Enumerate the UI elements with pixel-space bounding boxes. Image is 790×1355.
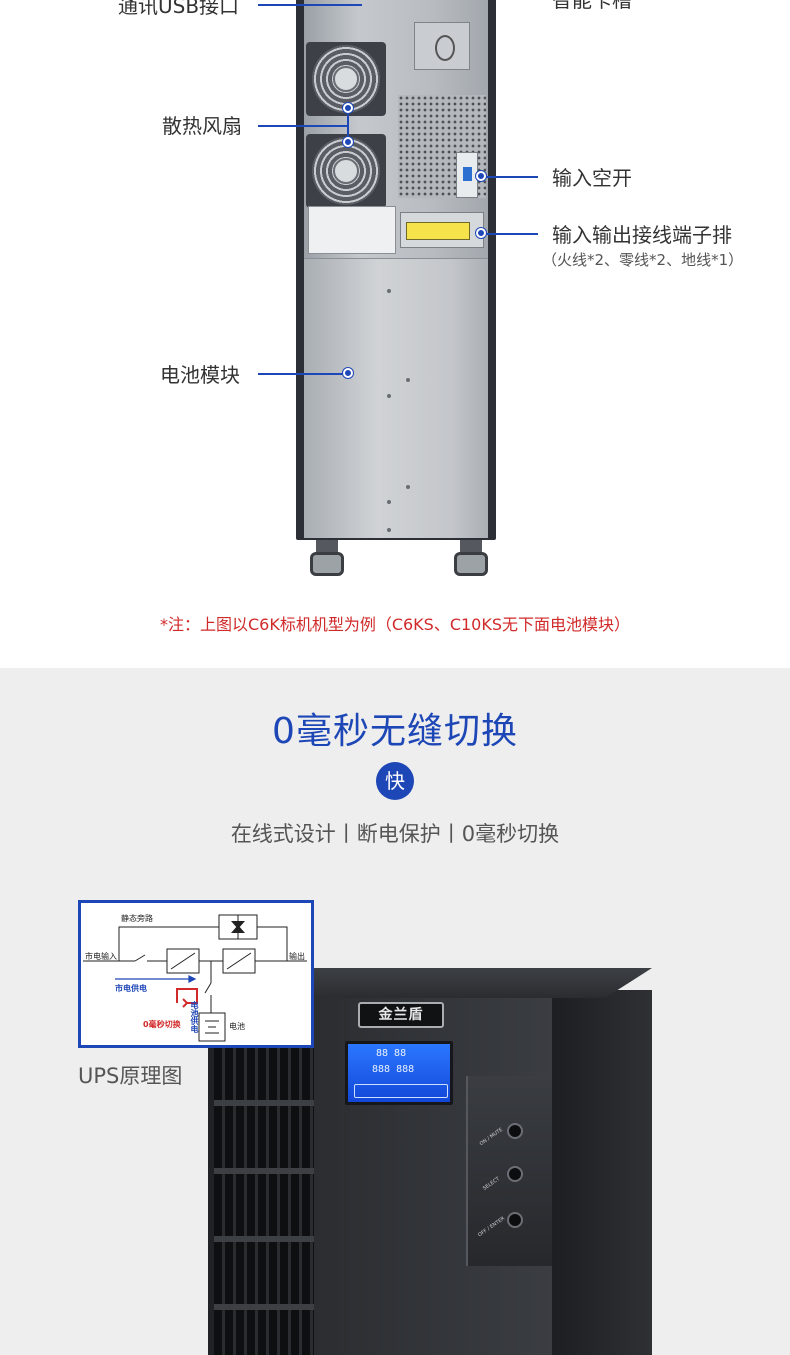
callout-terminal-sublabel: （火线*2、零线*2、地线*1） <box>542 251 744 269</box>
callout-smart-slot-label: 智能卡槽 <box>552 0 632 12</box>
diagram-battery-supply: 电池供电 <box>190 1001 199 1033</box>
screw-icon <box>387 528 391 532</box>
screw-icon <box>406 485 410 489</box>
diagram-mains-supply: 市电供电 <box>115 984 147 993</box>
rating-label-plate <box>308 206 396 254</box>
ups-tower-top <box>260 968 652 998</box>
caster-wheel-icon <box>452 540 490 578</box>
cooling-fan-icon <box>306 42 386 116</box>
on-mute-button[interactable] <box>507 1123 523 1139</box>
diagram-static-bypass: 静态旁路 <box>121 914 153 923</box>
model-note: *注：上图以C6K标机机型为例（C6KS、C10KS无下面电池模块） <box>159 615 631 634</box>
diagram-caption: UPS原理图 <box>78 1064 183 1088</box>
callout-dot-icon <box>343 137 353 147</box>
front-grill <box>214 1046 314 1355</box>
callout-input-switch-label: 输入空开 <box>552 166 632 190</box>
lcd-line-2: 888 888 <box>372 1064 415 1075</box>
callout-fans-label: 散热风扇 <box>162 114 242 138</box>
smart-slot-cover <box>414 22 470 70</box>
lcd-display: 88 88 888 888 <box>345 1041 453 1105</box>
grill-divider <box>214 1304 314 1310</box>
lcd-line-1: 88 88 <box>376 1048 407 1059</box>
section-subtitle: 在线式设计丨断电保护丨0毫秒切换 <box>230 822 560 846</box>
ups-tower-side <box>550 990 652 1355</box>
select-button[interactable] <box>507 1166 523 1182</box>
rear-panel-section: 通讯USB接口 散热风扇 电池模块 智能卡槽 输入空开 输入输出接线端子排 （火… <box>0 0 790 668</box>
brand-logo: 金兰盾 <box>358 1002 444 1028</box>
callout-terminal-line <box>484 233 538 235</box>
grill-divider <box>214 1168 314 1174</box>
off-enter-button[interactable] <box>507 1212 523 1228</box>
zero-ms-section: 0毫秒无缝切换 快 在线式设计丨断电保护丨0毫秒切换 金兰盾 88 88 888… <box>0 668 790 1355</box>
callout-usb-label: 通讯USB接口 <box>118 0 240 18</box>
screw-icon <box>387 289 391 293</box>
callout-battery-label: 电池模块 <box>160 363 240 387</box>
callout-battery-line <box>258 373 348 375</box>
diagram-mains-input: 市电输入 <box>85 952 117 961</box>
fast-badge: 快 <box>376 762 414 800</box>
circuit-diagram-svg <box>83 914 307 1042</box>
screw-icon <box>406 378 410 382</box>
callout-terminal-label: 输入输出接线端子排 <box>552 223 732 247</box>
section-title: 0毫秒无缝切换 <box>272 711 518 752</box>
warning-label-icon <box>406 222 470 240</box>
callout-dot-icon <box>476 171 486 181</box>
diagram-zero-ms: 0毫秒切换 <box>143 1020 181 1029</box>
lcd-status-icon <box>354 1084 448 1098</box>
diagram-output: 输出 <box>289 952 305 961</box>
callout-input-switch-line <box>484 176 538 178</box>
battery-module-panel <box>304 258 488 538</box>
callout-dot-icon <box>343 368 353 378</box>
callout-fans-line <box>258 125 348 127</box>
callout-fans-bracket <box>347 108 349 142</box>
callout-dot-icon <box>476 228 486 238</box>
caster-wheel-icon <box>308 540 346 578</box>
callout-usb-line <box>258 4 362 6</box>
screw-icon <box>387 394 391 398</box>
grill-divider <box>214 1236 314 1242</box>
input-breaker-icon <box>456 152 478 198</box>
ups-principle-diagram: 静态旁路 市电输入 输出 市电供电 电池供电 0毫秒切换 电池 <box>78 900 314 1048</box>
callout-dot-icon <box>343 103 353 113</box>
screw-icon <box>387 500 391 504</box>
diagram-battery: 电池 <box>229 1022 245 1031</box>
grill-divider <box>214 1100 314 1106</box>
